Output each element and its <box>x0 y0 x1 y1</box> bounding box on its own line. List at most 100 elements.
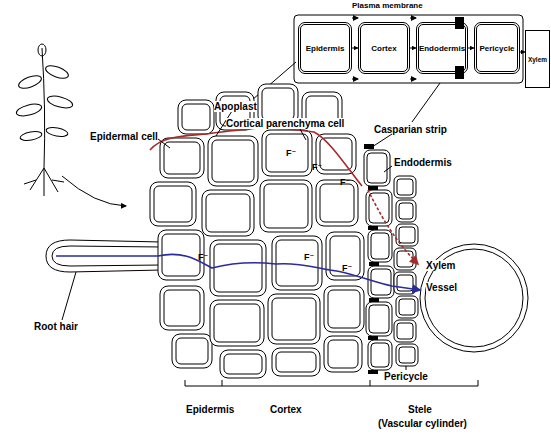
leader-line <box>372 134 392 147</box>
xylem-vessel <box>425 249 523 347</box>
cell-membrane <box>164 142 200 174</box>
ion-label: F⁻ <box>340 178 350 188</box>
cell-wall <box>210 300 264 346</box>
box-text: Endodermis <box>419 44 465 53</box>
cell-membrane <box>212 140 254 182</box>
cell-membrane <box>367 153 387 183</box>
cell-wall <box>272 348 320 376</box>
cell-membrane <box>206 194 250 232</box>
cell-wall <box>220 350 266 378</box>
box-text: Pericycle <box>479 44 514 53</box>
ion-label: F⁻ <box>342 264 352 274</box>
plant-bud <box>38 44 46 56</box>
tissue-cell-box: Cortex <box>358 22 410 74</box>
zoom-arrow <box>62 176 126 206</box>
cell-wall <box>268 294 320 344</box>
box-text: Epidermis <box>306 44 345 53</box>
cell-wall <box>202 190 254 236</box>
plant-roots <box>24 168 64 196</box>
cell-wall <box>150 182 196 226</box>
endodermis-cell <box>366 302 392 336</box>
cell-membrane <box>182 104 210 130</box>
ion-label: F⁻ <box>312 163 322 173</box>
endodermis-cell <box>368 230 392 262</box>
xylem-box: Xylem <box>525 30 550 88</box>
casparian-strip <box>368 226 378 230</box>
cell-membrane <box>154 186 192 222</box>
plasma-membrane-outline <box>294 15 523 83</box>
cell-wall <box>260 180 312 232</box>
cell-membrane <box>397 179 413 195</box>
cell-membrane <box>399 347 415 363</box>
endodermis-cell <box>368 340 392 370</box>
plant-leaf <box>17 73 43 91</box>
cell-membrane <box>371 233 389 259</box>
part-label: Cortical parenchyma cell <box>226 118 344 129</box>
apoplast-arrow <box>410 79 416 80</box>
apoplastic-path <box>368 190 418 264</box>
part-label: Xylem <box>426 260 455 271</box>
cell-membrane <box>264 184 308 228</box>
apoplast-arrow <box>352 79 358 80</box>
part-label: Apoplast <box>214 101 257 112</box>
casparian-strip <box>369 262 379 266</box>
pericycle-cell <box>394 272 416 294</box>
cell-membrane <box>272 298 316 340</box>
part-label: Epidermal cell <box>90 131 158 142</box>
leader-line <box>384 166 392 172</box>
scale-tick <box>185 380 186 386</box>
leader-line <box>158 139 170 148</box>
part-label: Root hair <box>34 321 78 332</box>
casparian-strip <box>368 336 378 340</box>
leader-line <box>406 366 407 370</box>
cell-membrane <box>320 138 352 170</box>
plant-leaf <box>15 102 43 118</box>
part-label: Endodermis <box>394 157 452 168</box>
cell-membrane <box>399 299 415 315</box>
cell-membrane <box>397 323 413 339</box>
pericycle-cell <box>394 320 416 342</box>
pericycle-cell <box>396 296 418 318</box>
cell-membrane <box>266 134 308 172</box>
tissue-cell-box: Endodermis <box>416 22 468 74</box>
region-label: (Vascular cylinder) <box>378 418 467 429</box>
part-label: Vessel <box>426 282 457 293</box>
cell-membrane <box>328 290 360 328</box>
cell-wall <box>210 240 266 296</box>
tissue-cell-box: Pericycle <box>474 22 520 74</box>
cell-membrane <box>320 184 354 222</box>
scale-tick <box>222 380 223 386</box>
cell-membrane <box>276 352 316 372</box>
cell-membrane <box>397 251 413 267</box>
cell-membrane <box>262 88 294 120</box>
casparian-strip <box>368 370 378 374</box>
scale-tick <box>478 380 479 386</box>
cell-membrane <box>214 304 260 342</box>
cell-wall <box>160 286 204 330</box>
cell-wall <box>208 136 258 186</box>
symplastic-path <box>56 254 420 290</box>
scale-bracket <box>185 386 478 387</box>
box-text: Cortex <box>371 44 396 53</box>
cell-membrane <box>164 290 200 326</box>
cell-membrane <box>328 340 358 368</box>
cell-wall <box>324 336 362 372</box>
box-text: Xylem <box>528 56 547 63</box>
region-label: Cortex <box>270 404 302 415</box>
cell-wall <box>316 180 358 226</box>
endodermis-cell <box>364 150 390 186</box>
part-label: Casparian strip <box>374 124 447 135</box>
plant-leaf <box>46 94 74 110</box>
ion-label: F⁻ <box>286 149 296 159</box>
region-label: Stele <box>408 404 432 415</box>
pericycle-cell <box>394 176 416 198</box>
cell-membrane <box>399 203 413 219</box>
tissue-cell-box: Epidermis <box>298 22 352 74</box>
cell-wall <box>178 100 214 134</box>
leader-line <box>412 83 440 122</box>
xylem-vessel <box>420 244 528 352</box>
cell-wall <box>326 232 364 280</box>
pericycle-cell <box>396 200 416 222</box>
